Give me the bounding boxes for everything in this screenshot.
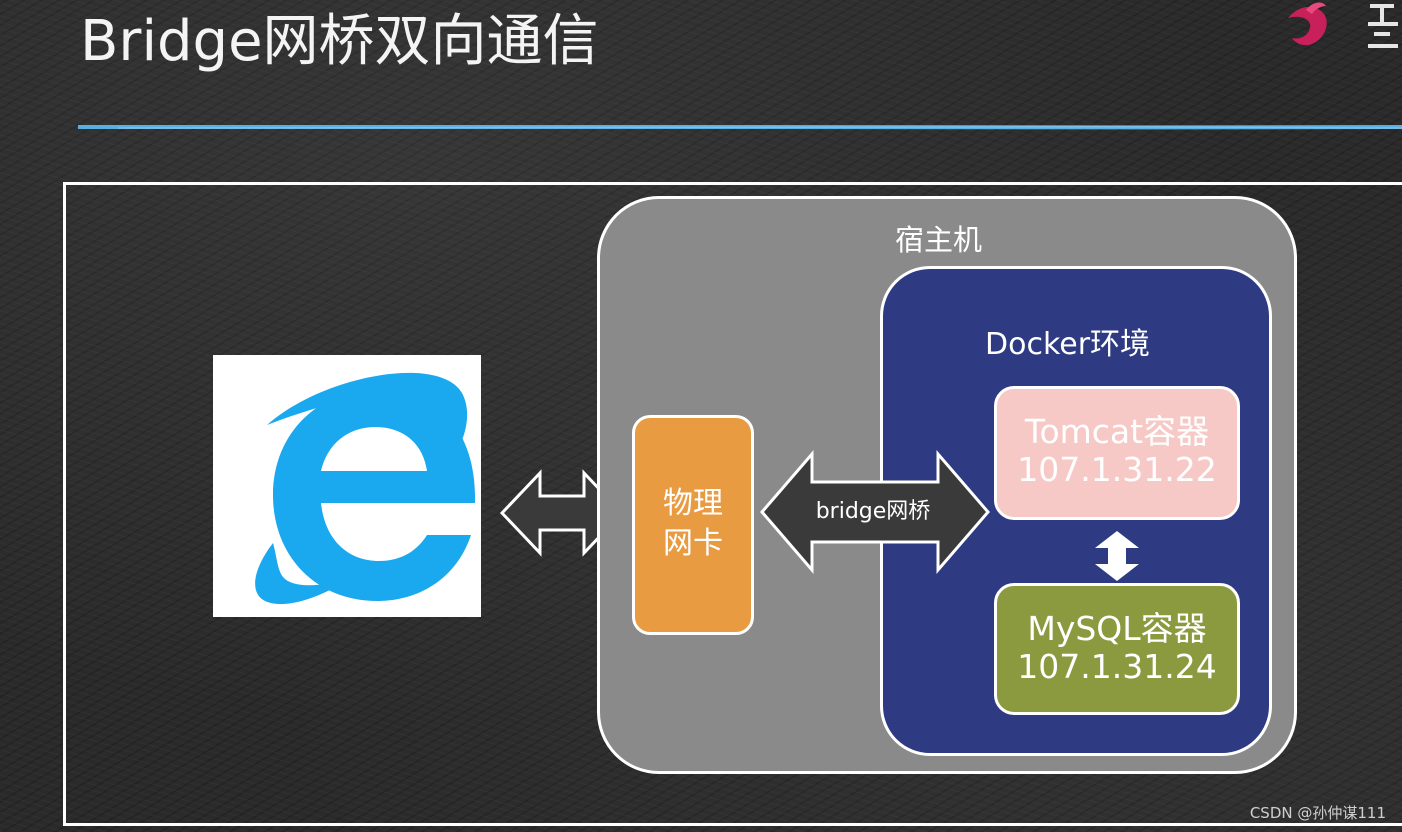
mysql-container-name: MySQL容器 — [1027, 609, 1207, 648]
tomcat-container-ip: 107.1.31.22 — [1017, 450, 1217, 489]
mysql-container-ip: 107.1.31.24 — [1017, 647, 1217, 686]
host-machine-label: 宿主机 — [895, 223, 983, 257]
internet-explorer-icon — [255, 372, 476, 605]
physical-nic-label-line2: 网卡 — [663, 526, 723, 561]
watermark: CSDN @孙仲谋111 — [1249, 804, 1386, 822]
diagram-frame — [63, 182, 1402, 826]
slide-title: Bridge网桥双向通信 — [80, 9, 599, 74]
brand-logo-icon — [1288, 2, 1398, 48]
physical-nic — [632, 415, 754, 635]
container-double-arrow — [1095, 531, 1139, 581]
bridge-double-arrow — [760, 449, 990, 575]
mysql-container: MySQL容器 107.1.31.24 — [994, 583, 1240, 715]
physical-nic-label: 物理 网卡 — [632, 484, 754, 564]
tomcat-container-name: Tomcat容器 — [1024, 412, 1210, 451]
browser-icon-box — [213, 355, 481, 617]
physical-nic-label-line1: 物理 — [663, 486, 723, 521]
bridge-label: bridge网桥 — [815, 499, 931, 524]
docker-environment-label: Docker环境 — [985, 327, 1151, 362]
title-underline — [78, 124, 1402, 130]
tomcat-container: Tomcat容器 107.1.31.22 — [994, 386, 1240, 520]
